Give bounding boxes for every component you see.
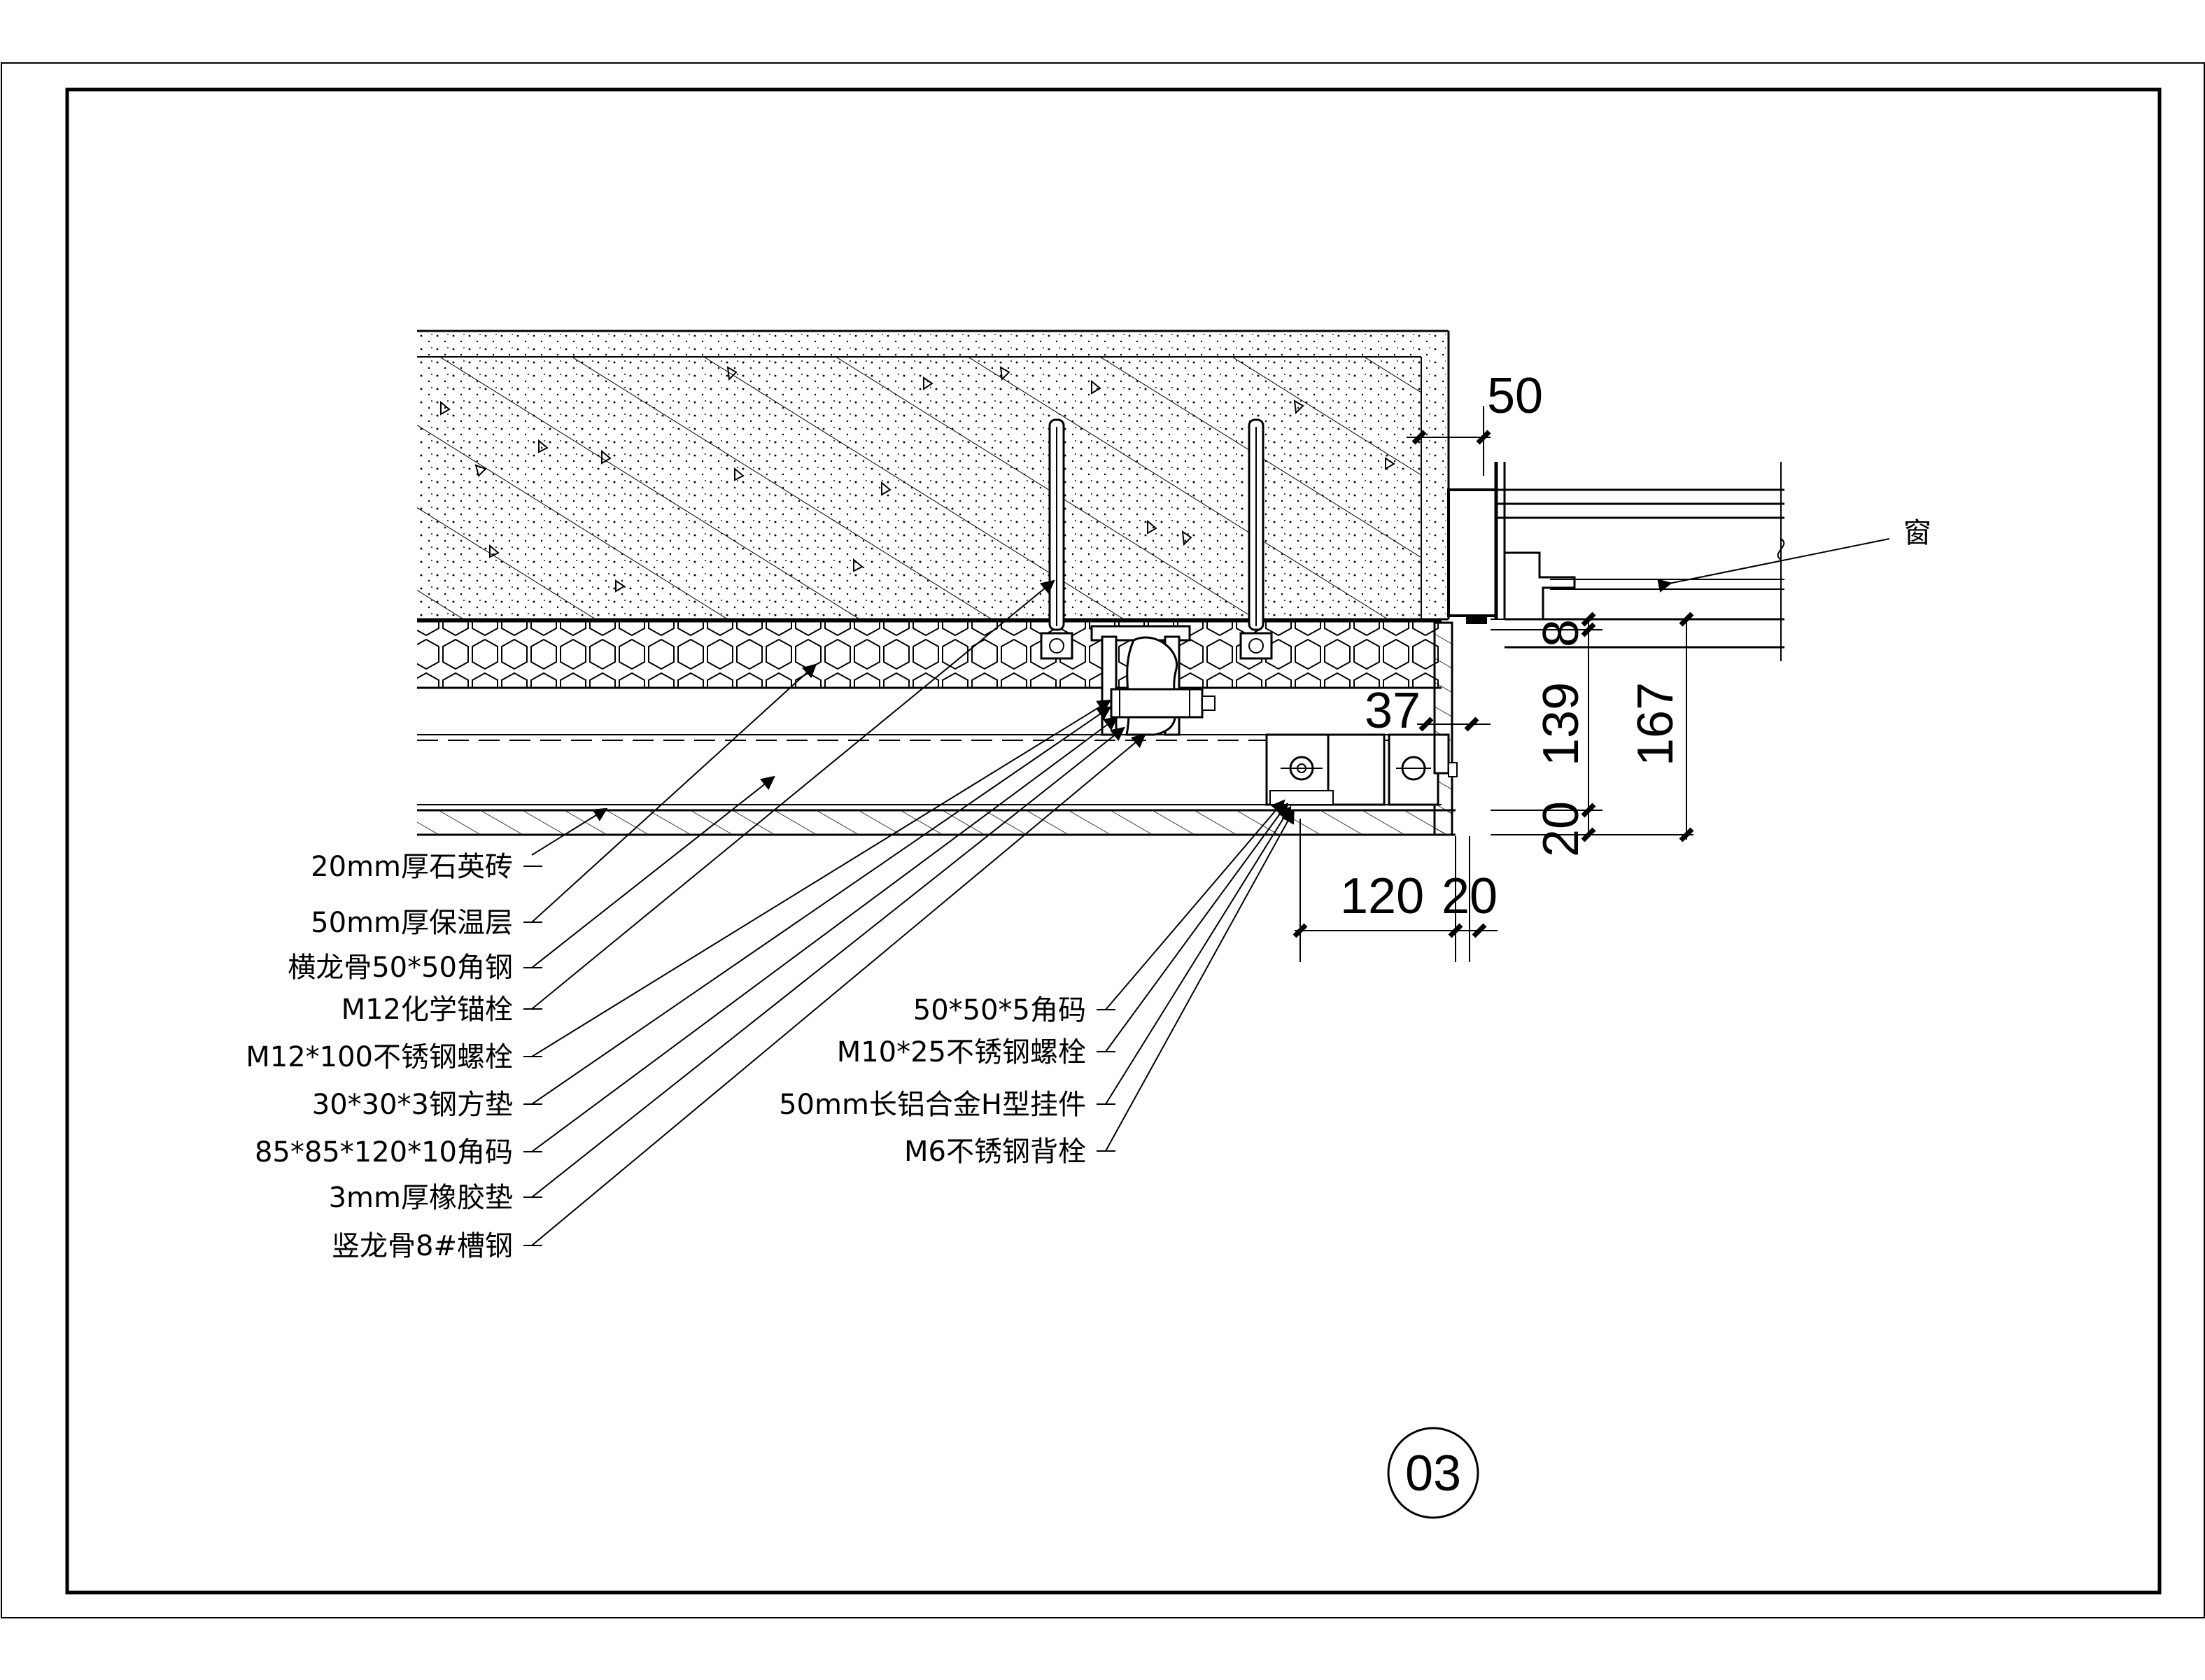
label-square-washer: 30*30*3钢方垫 — [312, 1089, 513, 1121]
right-label-dashes — [1097, 1009, 1115, 1152]
label-insulation: 50mm厚保温层 — [311, 907, 513, 939]
h-hanger-right — [1388, 733, 1458, 806]
h-hanger-left — [1265, 733, 1386, 806]
left-label-dashes — [523, 866, 542, 1246]
sheet-inner-border — [65, 87, 2162, 1595]
sheet-outer-border — [1, 62, 2205, 1618]
dim-v-mid: 139 — [1533, 682, 1589, 766]
angle-bracket-85 — [1090, 625, 1216, 736]
dim-bracket-offset: 37 — [1365, 683, 1421, 739]
label-rubber-pad: 3mm厚橡胶垫 — [329, 1182, 513, 1214]
dim-v-total: 167 — [1628, 682, 1684, 766]
label-horizontal-keel: 横龙骨50*50角钢 — [288, 952, 513, 984]
dim-bottom-gap: 20 — [1442, 868, 1498, 924]
right-labels: 50*50*5角码 M10*25不锈钢螺栓 50mm长铝合金H型挂件 M6不锈钢… — [779, 994, 1086, 1168]
dim-top-offset: 50 — [1487, 368, 1543, 424]
dim-bottom-width: 120 — [1340, 868, 1424, 924]
label-angle-bracket-85: 85*85*120*10角码 — [255, 1136, 513, 1169]
chemical-anchor-left — [1040, 418, 1073, 660]
label-chemical-anchor: M12化学锚栓 — [341, 994, 513, 1026]
window-frame — [1447, 462, 1785, 661]
detail-number-circle — [1387, 1427, 1479, 1519]
detail-number: 03 — [1405, 1446, 1461, 1502]
label-angle-50: 50*50*5角码 — [913, 994, 1086, 1026]
label-vertical-keel: 竖龙骨8#槽钢 — [332, 1230, 513, 1262]
label-stainless-bolt: M12*100不锈钢螺栓 — [246, 1041, 513, 1073]
window-label: 窗 — [1903, 517, 1931, 549]
dimension-lines — [1292, 406, 1694, 962]
left-labels: 20mm厚石英砖 50mm厚保温层 横龙骨50*50角钢 M12化学锚栓 M12… — [246, 851, 513, 1262]
label-h-hanger: 50mm长铝合金H型挂件 — [779, 1089, 1086, 1121]
window-leader-line — [1657, 538, 1890, 593]
label-back-bolt: M6不锈钢背栓 — [904, 1136, 1086, 1168]
chemical-anchor-right — [1239, 418, 1273, 660]
dim-v-bottom: 20 — [1533, 801, 1589, 857]
left-leader-lines — [531, 579, 1146, 1246]
label-quartz-tile: 20mm厚石英砖 — [311, 851, 513, 883]
dim-v-small: 8 — [1533, 619, 1589, 647]
label-m10-bolt: M10*25不锈钢螺栓 — [837, 1036, 1086, 1068]
insulation-layer — [417, 620, 1442, 689]
concrete-wall — [417, 330, 1450, 621]
right-leader-lines — [1105, 799, 1295, 1152]
